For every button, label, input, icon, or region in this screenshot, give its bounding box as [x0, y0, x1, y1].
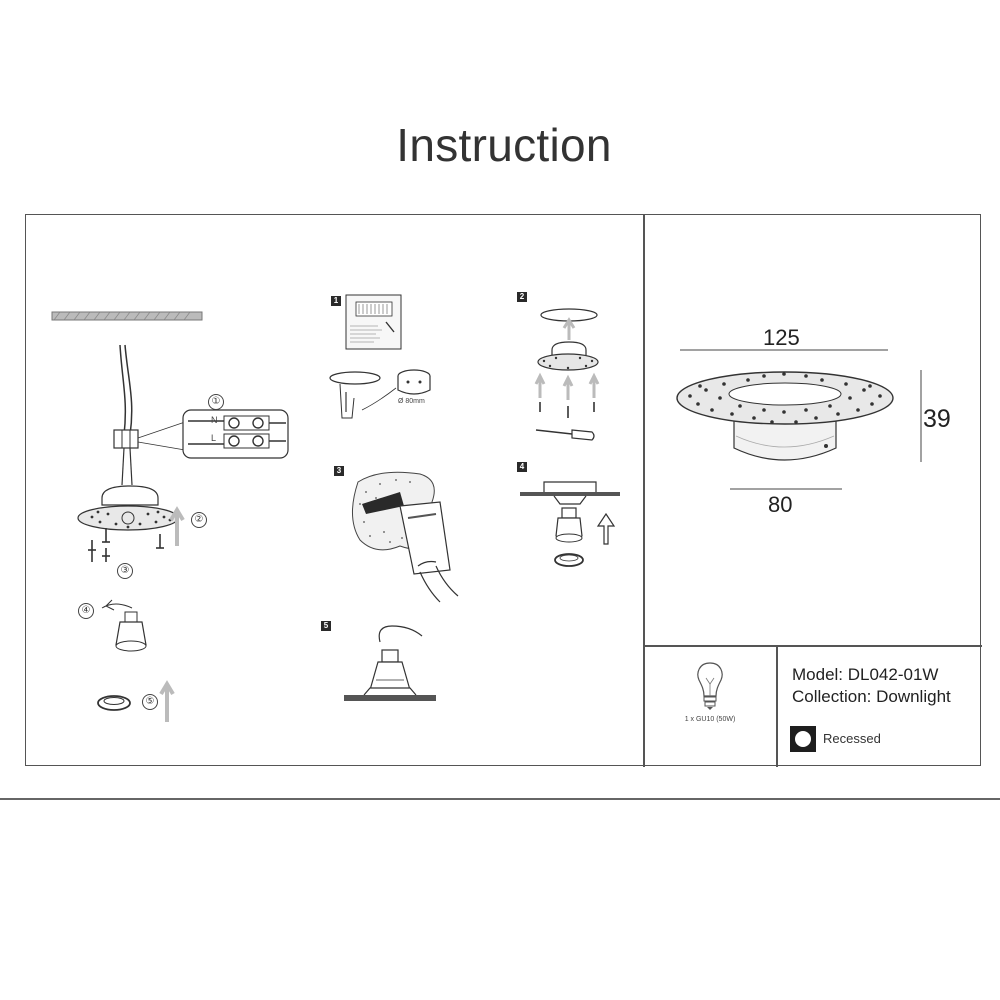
step-1-badge: 1 [331, 296, 341, 306]
bulb-icon [697, 662, 723, 710]
collection-label: Collection: Downlight [792, 687, 951, 706]
dimension-inner-diameter: 80 [768, 492, 793, 517]
callout-4: ④ [78, 603, 94, 619]
step-5-drawing [344, 625, 436, 701]
step-3-badge: 3 [334, 466, 344, 476]
step-5-badge: 5 [321, 621, 331, 631]
hole-size-label: Ø 80mm [398, 398, 425, 405]
instruction-sheet [25, 214, 982, 767]
callout-5: ⑤ [142, 694, 158, 710]
divider-spec [776, 645, 778, 767]
callout-1: ① [208, 394, 224, 410]
wiring-label-n: N [211, 415, 218, 425]
callout-2: ② [191, 512, 207, 528]
step-2-badge: 2 [517, 292, 527, 302]
step-3-drawing [352, 471, 459, 603]
page-title: Instruction [396, 119, 612, 171]
step-4-drawing [520, 481, 620, 567]
bottom-rule [0, 798, 1000, 800]
bulb-caption: 1 x GU10 (50W) [684, 716, 736, 723]
step-4-badge: 4 [517, 462, 527, 472]
product-dimension-drawing [676, 349, 922, 490]
divider-horizontal [643, 645, 982, 647]
model-label: Model: DL042-01W [792, 665, 939, 684]
mounting-label: Recessed [823, 731, 881, 746]
dimension-outer-diameter: 125 [763, 325, 800, 350]
dimension-height: 39 [923, 405, 951, 433]
recessed-icon [790, 726, 816, 752]
divider-vertical [643, 215, 645, 767]
callout-3: ③ [117, 563, 133, 579]
step-1-drawing [329, 294, 431, 419]
step-2-drawing [534, 308, 600, 441]
wiring-label-l: L [211, 433, 217, 443]
installation-overview-drawing [51, 311, 289, 722]
